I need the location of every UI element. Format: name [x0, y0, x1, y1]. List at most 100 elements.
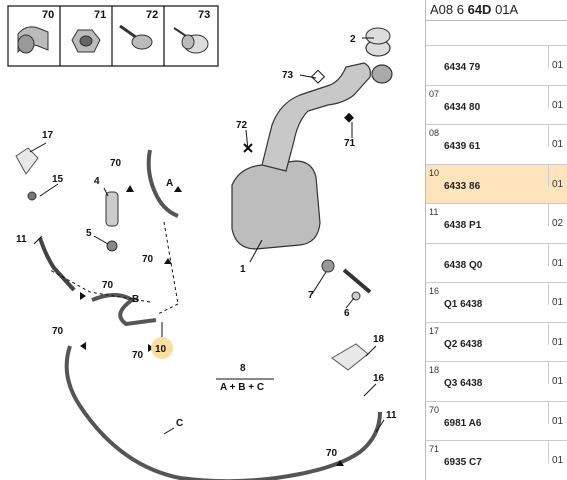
callout-10: 10 — [155, 344, 167, 355]
parts-list-panel: A08 6 64D 01A 6434 79 01 07 6434 80 01 08 6439… — [425, 0, 567, 480]
callout-18: 18 — [373, 334, 385, 345]
part-quantity: 01 — [548, 125, 563, 150]
callout-1: 1 — [240, 264, 246, 275]
dashed-leaders — [49, 221, 179, 315]
callout-70-b: 70 — [142, 254, 154, 265]
part-reference: 6434 79 — [444, 62, 481, 73]
part-reference: Q3 6438 — [444, 378, 483, 389]
part-quantity: 01 — [548, 164, 563, 190]
parts-diagram: 70 71 72 73 — [7, 5, 397, 480]
part-quantity: 02 — [548, 204, 563, 229]
header-suffix: 01A — [491, 2, 519, 17]
filler-cap — [365, 27, 391, 45]
callout-15: 15 — [52, 174, 64, 185]
hose-label-a: A — [166, 178, 173, 189]
kit-formula: A + B + C — [220, 382, 264, 393]
callout-6: 6 — [344, 308, 350, 319]
panel-header: A08 6 64D 01A — [426, 0, 567, 21]
part-reference: 6434 80 — [444, 101, 481, 113]
row-index: 10 — [429, 167, 440, 178]
row-index: 17 — [429, 325, 440, 336]
hose-c — [64, 345, 382, 480]
part-quantity: 01 — [548, 283, 563, 308]
connector-7 — [321, 259, 335, 273]
callout-11-left: 11 — [16, 234, 27, 245]
table-header-spacer — [426, 21, 567, 46]
hose-label-c: C — [176, 418, 183, 429]
level-sensor — [342, 268, 372, 301]
legend-label-73: 73 — [198, 9, 210, 21]
hose-11-left — [38, 237, 76, 292]
table-row[interactable]: 18 Q3 6438 01 — [426, 362, 567, 402]
legend-label-70: 70 — [42, 9, 54, 21]
callout-73: 73 — [282, 70, 294, 81]
callout-70-a: 70 — [110, 158, 122, 169]
callout-70-d: 70 — [52, 326, 64, 337]
hose-b — [91, 293, 157, 327]
washer-reservoir — [231, 39, 393, 250]
callout-2: 2 — [350, 34, 356, 45]
header-prefix: A08 6 — [430, 2, 468, 17]
table-row[interactable]: 6434 79 01 — [426, 46, 567, 86]
legend-label-72: 72 — [146, 9, 158, 21]
hose-label-b: B — [132, 294, 139, 305]
callout-8: 8 — [240, 363, 246, 374]
callout-70-e: 70 — [132, 350, 144, 361]
callout-7: 7 — [308, 290, 314, 301]
table-row[interactable]: 6438 Q0 01 — [426, 243, 567, 283]
push-clip-icon — [173, 27, 209, 54]
part-reference: 6981 A6 — [444, 417, 482, 429]
marker-73 — [310, 69, 326, 84]
part-reference: Q1 6438 — [444, 299, 483, 310]
part-quantity: 01 — [548, 441, 563, 466]
callout-70-f: 70 — [326, 448, 338, 459]
part-quantity: 01 — [548, 322, 563, 348]
table-row[interactable]: 07 6434 80 01 — [426, 85, 567, 125]
callout-4: 4 — [94, 176, 100, 187]
callout-leaders — [29, 37, 385, 435]
table-row[interactable]: 16 Q1 6438 01 — [426, 283, 567, 323]
header-bold: 64D — [467, 2, 492, 17]
marker-72 — [243, 143, 253, 153]
part-reference: 6438 P1 — [444, 220, 482, 231]
table-row[interactable]: 10 6433 86 01 — [426, 164, 567, 204]
hardware-legend — [7, 5, 219, 67]
nozzle-18 — [331, 343, 369, 371]
callout-10-highlight — [151, 337, 173, 359]
callout-17: 17 — [42, 130, 54, 141]
screw-icon — [119, 24, 153, 50]
part-quantity: 01 — [548, 243, 563, 269]
hose-a — [146, 149, 179, 218]
callout-11-right: 11 — [386, 410, 397, 421]
callout-70-c: 70 — [102, 280, 114, 291]
nut-icon — [71, 29, 101, 53]
parts-table: 6434 79 01 07 6434 80 01 08 6439 61 01 10 6433 86… — [426, 46, 567, 480]
marker-71 — [344, 112, 354, 123]
part-reference: 6438 Q0 — [444, 259, 483, 271]
table-row[interactable]: 71 6935 C7 01 — [426, 441, 567, 480]
part-reference: 6439 61 — [444, 141, 481, 152]
callout-16: 16 — [373, 373, 385, 384]
callout-5: 5 — [86, 228, 92, 239]
table-row[interactable]: 08 6439 61 01 — [426, 125, 567, 165]
part-quantity: 01 — [548, 85, 563, 111]
table-row[interactable]: 11 6438 P1 02 — [426, 204, 567, 244]
callout-72: 72 — [236, 120, 248, 131]
part-quantity: 01 — [548, 46, 563, 71]
part-reference: 6433 86 — [444, 180, 481, 192]
legend-label-71: 71 — [94, 9, 106, 21]
row-index: 16 — [429, 286, 440, 296]
row-index: 18 — [429, 365, 440, 375]
row-index: 71 — [429, 444, 440, 454]
row-index: 11 — [429, 207, 439, 217]
row-index: 08 — [429, 128, 440, 138]
clip-icon — [17, 26, 49, 54]
callout-71: 71 — [344, 138, 356, 149]
row-index: 07 — [429, 88, 440, 99]
part-quantity: 01 — [548, 401, 563, 427]
part-quantity: 01 — [548, 362, 563, 387]
part-reference: 6935 C7 — [444, 457, 482, 468]
washer-pump — [105, 191, 119, 252]
